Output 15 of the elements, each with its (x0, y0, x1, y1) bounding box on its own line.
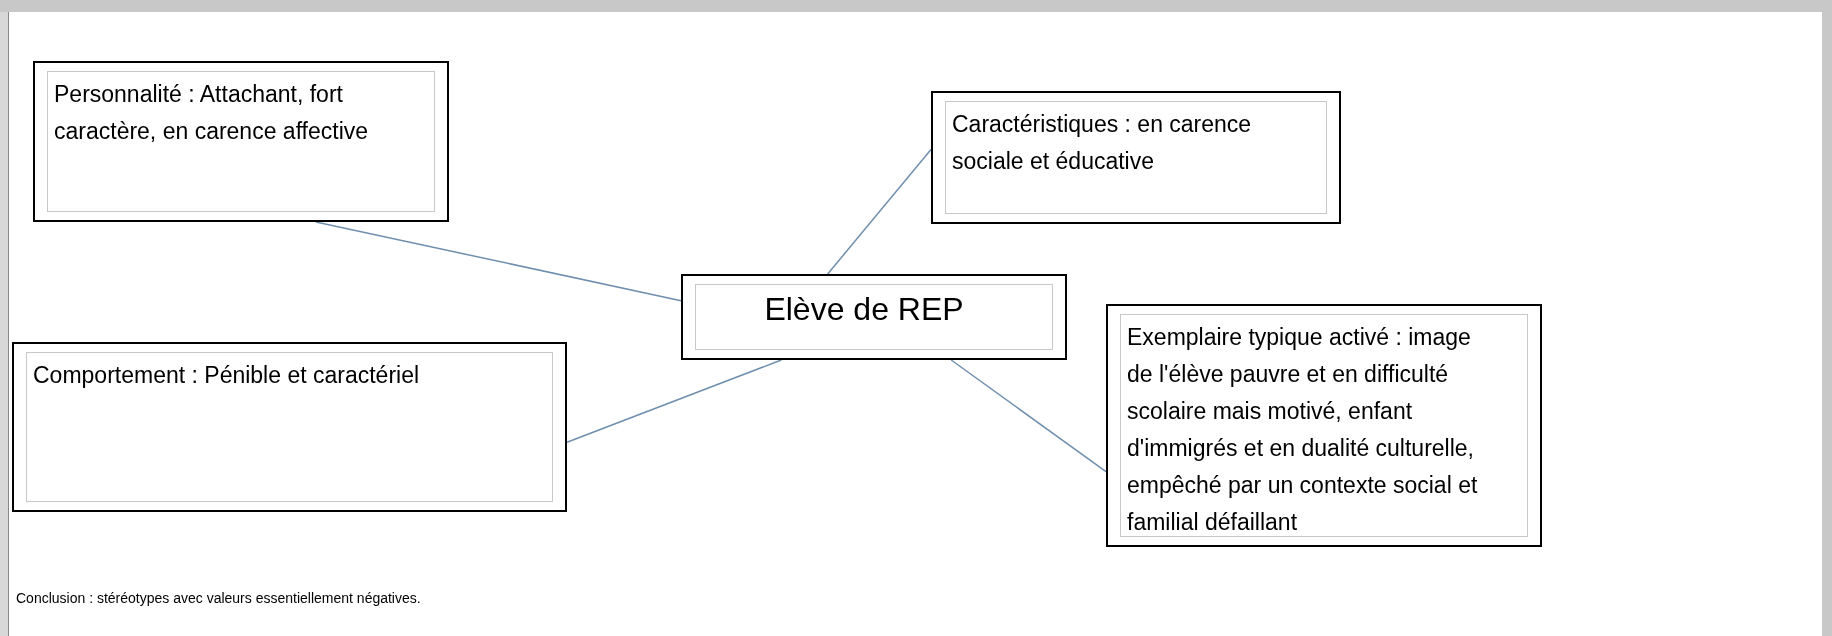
connector-line (950, 359, 1107, 473)
conclusion-note: Conclusion : stéréotypes avec valeurs essentiellement négatives. (16, 590, 421, 606)
text-box (12, 342, 567, 512)
connector-line (826, 148, 932, 275)
text-box (33, 61, 449, 222)
connector-line (315, 221, 682, 302)
connector-line (566, 359, 783, 444)
text-box (931, 91, 1341, 224)
node-text: Exemplaire typique activé : image de l'élève pauvre et en difficulté scolaire mais motivé, enfant d'immigrés et en dualité culturelle, empêché par un contexte social et familial défaillant (1127, 323, 1479, 537)
text-box (1106, 304, 1542, 547)
node-text: Personnalité : Attachant, fort caractère, en carence affective (54, 80, 370, 146)
node-text: Caractéristiques : en carence sociale et éducative (952, 110, 1253, 176)
node-text: Comportement : Pénible et caractériel (33, 361, 421, 390)
node-title: Elève de REP (763, 290, 965, 329)
central-box (681, 274, 1067, 360)
